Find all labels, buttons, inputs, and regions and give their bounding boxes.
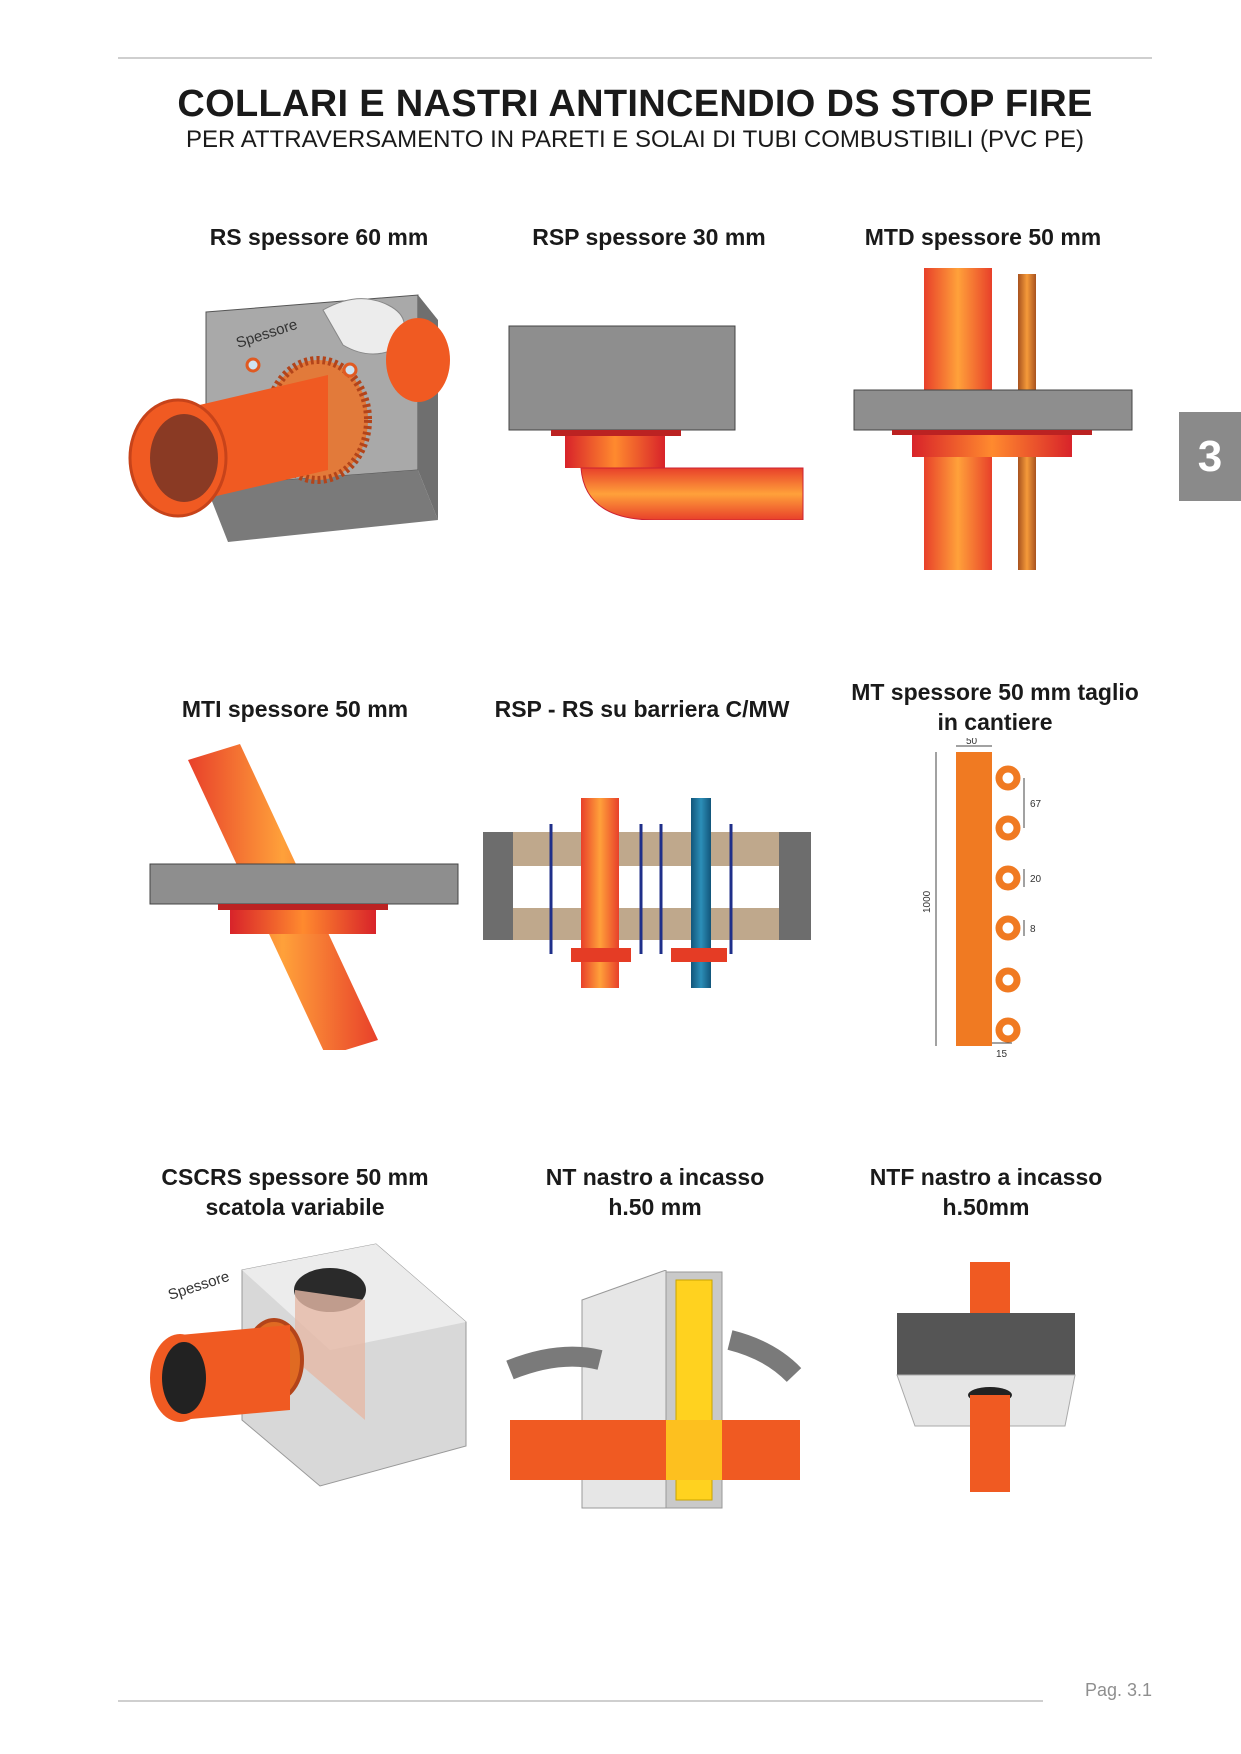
dim-pitch: 67 [1030, 799, 1042, 810]
section-tab[interactable]: 3 [1179, 412, 1241, 501]
wall-left [483, 832, 513, 940]
dim-width: 50 [966, 738, 978, 747]
pipe-wrap [666, 1420, 722, 1480]
dim-loop: 20 [1030, 874, 1042, 885]
pipe-bend [580, 467, 804, 520]
pipe-opening [162, 1342, 206, 1414]
pipe-back [386, 318, 450, 402]
figure-ntf [896, 1262, 1076, 1492]
bottom-rule [118, 1700, 1043, 1702]
fixing-hook [342, 362, 358, 378]
dim-hole: 8 [1030, 924, 1036, 935]
slab [508, 325, 736, 431]
loop [995, 815, 1021, 841]
page-title: COLLARI E NASTRI ANTINCENDIO DS STOP FIR… [177, 83, 1093, 125]
board-bottom [513, 908, 779, 940]
caption-mti: MTI spessore 50 mm [181, 696, 409, 722]
figure-rsp-collar [508, 325, 804, 520]
loop [995, 865, 1021, 891]
caption-ntf-line1: NTF nastro a incasso [869, 1164, 1103, 1190]
thickness-label: Spessore [166, 1268, 232, 1304]
caption-cscrs-line1: CSCRS spessore 50 mm [161, 1164, 429, 1190]
bend-pipe [295, 1290, 365, 1420]
caption-mt-line2: in cantiere [937, 709, 1053, 735]
caption-ntf: NTF nastro a incasso h.50mm [821, 1162, 1151, 1222]
caption-nt: NT nastro a incasso h.50 mm [490, 1162, 820, 1222]
pipe-top [970, 1262, 1010, 1317]
loop [995, 1017, 1021, 1043]
band [912, 435, 1072, 457]
page-number: Pag. 3.1 [1084, 1680, 1152, 1700]
caption-rsp-rs-barrier: RSP - RS su barriera C/MW [494, 696, 790, 722]
caption-nt-line2: h.50 mm [608, 1194, 702, 1220]
caption-rs: RS spessore 60 mm [209, 224, 429, 250]
figure-rs-collar: Spessore [128, 294, 450, 542]
caption-cscrs-line2: scatola variabile [205, 1194, 385, 1220]
figure-cscrs: Spessore [150, 1243, 467, 1487]
fixing-hook [245, 357, 261, 373]
figure-mtd [853, 268, 1133, 570]
caption-rsp: RSP spessore 30 mm [532, 224, 766, 250]
collar-2 [671, 948, 727, 962]
caption-ntf-line2: h.50mm [942, 1194, 1030, 1220]
cable-left [506, 1346, 603, 1380]
loop [995, 915, 1021, 941]
dim-tab: 15 [996, 1049, 1008, 1058]
loop [995, 967, 1021, 993]
strip [956, 752, 992, 1046]
cable-right [727, 1330, 802, 1383]
band-flange [218, 904, 388, 910]
pipe-opening [150, 414, 218, 502]
caption-mtd: MTD spessore 50 mm [864, 224, 1102, 250]
wall-right [779, 832, 811, 940]
caption-mt: MT spessore 50 mm taglio in cantiere [820, 677, 1170, 737]
collar-1 [571, 948, 631, 962]
pipe-pe [691, 798, 711, 988]
wall-bottom [206, 470, 438, 542]
caption-cscrs: CSCRS spessore 50 mm scatola variabile [130, 1162, 460, 1222]
figure-nt [506, 1270, 802, 1509]
pipe [510, 1420, 800, 1480]
figure-mti [149, 744, 459, 1050]
collar [565, 436, 665, 468]
top-rule [118, 57, 1152, 59]
pipe-bottom [970, 1395, 1010, 1492]
slab [149, 863, 459, 905]
band-flange [892, 430, 1092, 435]
collar-flange [551, 430, 681, 436]
caption-mt-line1: MT spessore 50 mm taglio [851, 679, 1139, 705]
caption-nt-line1: NT nastro a incasso [545, 1164, 765, 1190]
dim-length: 1000 [922, 890, 933, 913]
slab [853, 389, 1133, 431]
loop [995, 765, 1021, 791]
slab [897, 1313, 1075, 1375]
pipe-body [180, 1325, 290, 1420]
band [230, 910, 376, 934]
page-subtitle: PER ATTRAVERSAMENTO IN PARETI E SOLAI DI… [186, 126, 1084, 153]
figure-mt-drawing: 50 1000 67 20 8 15 [922, 738, 1042, 1058]
figure-barrier [483, 798, 811, 988]
board-top [513, 832, 779, 866]
